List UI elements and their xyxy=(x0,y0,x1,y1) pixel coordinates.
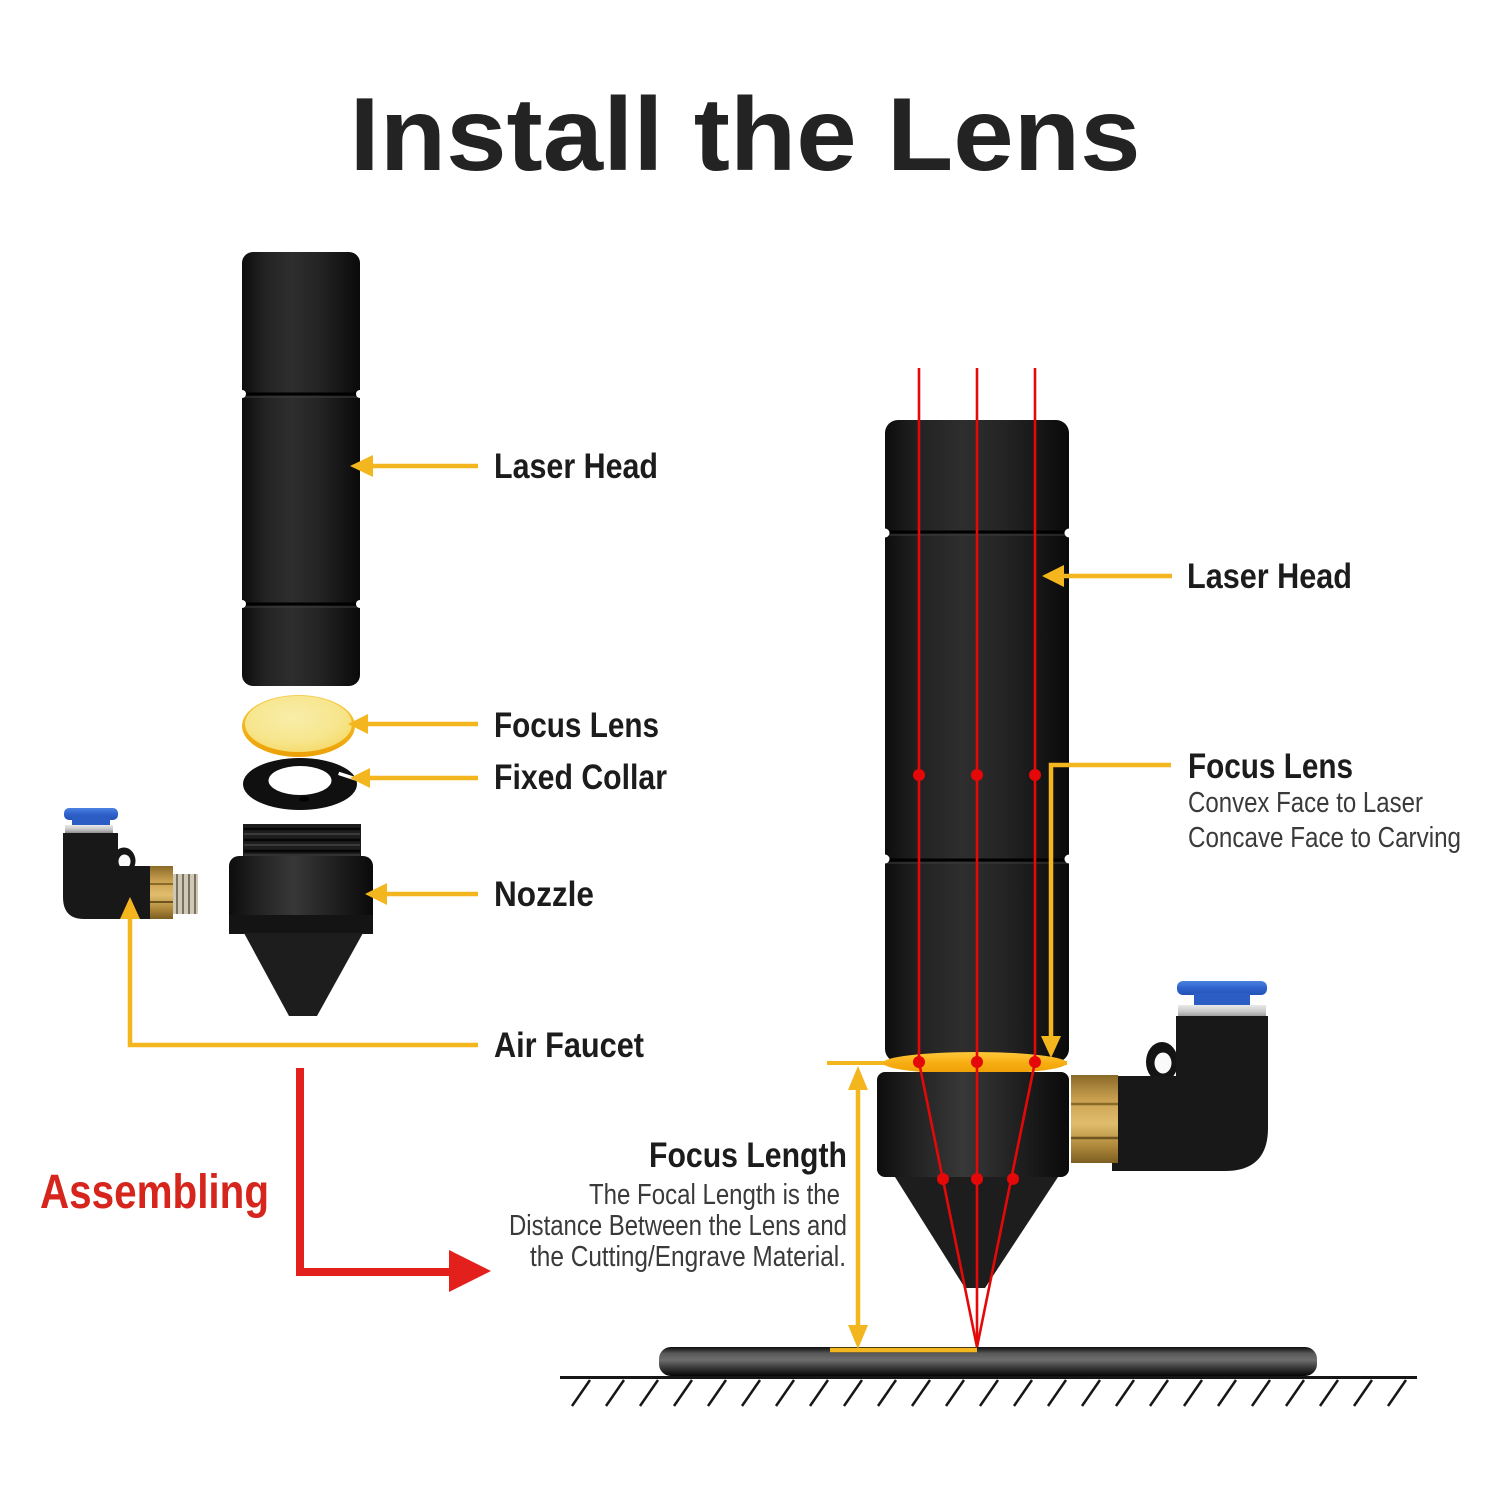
svg-text:Convex Face to Laser: Convex Face to Laser xyxy=(1188,787,1423,819)
svg-text:the Cutting/Engrave Material.: the Cutting/Engrave Material. xyxy=(530,1241,846,1273)
svg-text:Distance Between the Lens and: Distance Between the Lens and xyxy=(509,1210,847,1242)
svg-text:Install the Lens: Install the Lens xyxy=(350,77,1141,193)
svg-text:Focus Lens: Focus Lens xyxy=(1188,747,1353,786)
svg-text:Fixed Collar: Fixed Collar xyxy=(494,758,667,797)
svg-text:Focus Lens: Focus Lens xyxy=(494,706,659,745)
svg-text:Air Faucet: Air Faucet xyxy=(494,1026,644,1065)
svg-text:Concave Face to Carving: Concave Face to Carving xyxy=(1188,822,1461,854)
svg-text:Laser Head: Laser Head xyxy=(1187,557,1352,596)
svg-text:Assembling: Assembling xyxy=(40,1166,269,1219)
svg-text:Nozzle: Nozzle xyxy=(494,875,594,914)
svg-text:Focus Length: Focus Length xyxy=(649,1136,847,1175)
svg-text:The Focal Length is the: The Focal Length is the xyxy=(589,1179,840,1211)
svg-text:Laser Head: Laser Head xyxy=(494,447,658,486)
